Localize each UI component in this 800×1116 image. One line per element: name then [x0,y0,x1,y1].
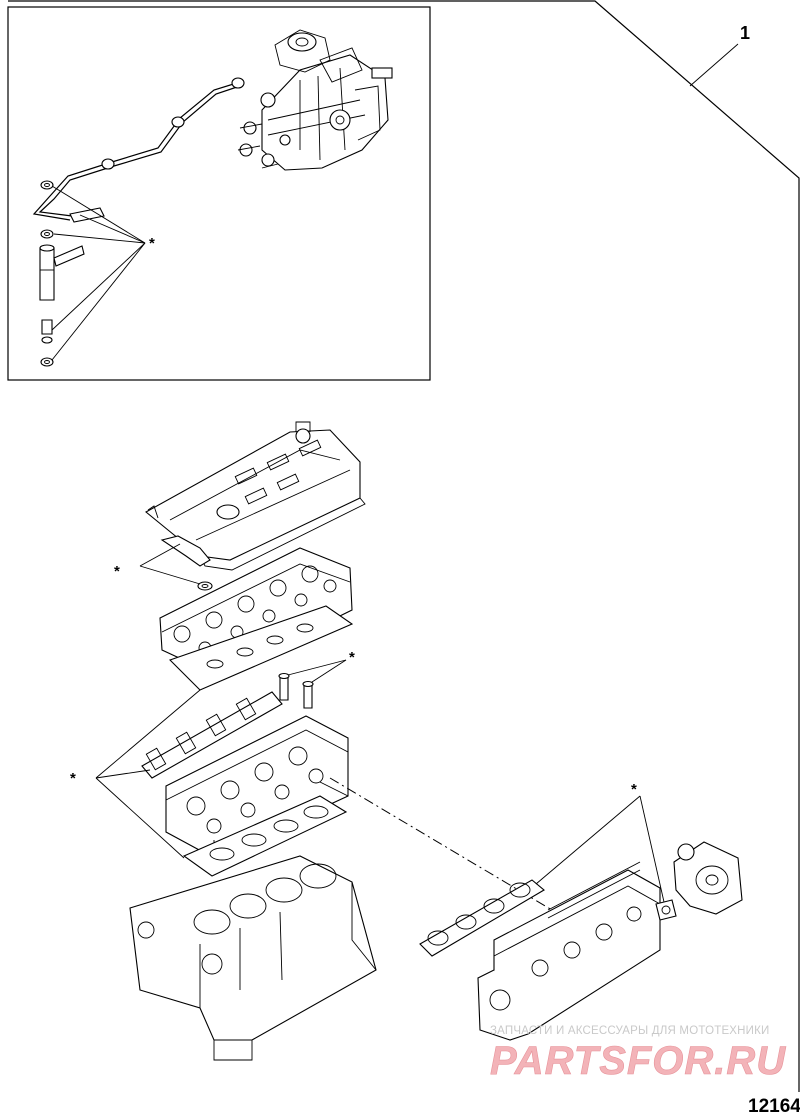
turbocharger [673,841,743,915]
watermark-brand: PARTSFOR.RU [490,1039,786,1083]
head-leader-lines [95,689,201,859]
inset-leader-lines [51,185,146,361]
injector-parts [39,180,85,367]
stem-seal-asterisk: * [349,649,355,666]
camshaft-carrier-gasket [168,605,354,691]
cylinder-head [165,715,349,859]
exhaust-leader-lines [535,795,665,903]
head-asterisk: * [70,770,76,787]
valve-cover-gasket [139,535,213,591]
head-gasket [182,795,348,877]
callout-1: 1 [740,23,750,43]
fuel-return-line [32,77,245,223]
exhaust-asterisk: * [631,781,637,798]
valve-cover-asterisk: * [114,563,120,580]
kit-outline [8,0,800,1092]
injection-pump [237,29,393,171]
figure-number: 12164 [748,1096,800,1116]
valve-stem-seals [278,659,347,709]
intake-manifold-gasket [141,691,283,779]
fuel-injection-inset [7,6,431,381]
inset-asterisk: * [149,235,155,252]
turbo-gasket [655,899,677,921]
exhaust-manifold [477,861,661,1041]
watermark-subtitle: ЗАПЧАСТИ И АКСЕССУАРЫ ДЛЯ МОТОТЕХНИКИ [490,1025,770,1037]
alignment-line [329,777,553,911]
exhaust-manifold-gasket [419,879,545,957]
engine-block [129,855,377,1061]
